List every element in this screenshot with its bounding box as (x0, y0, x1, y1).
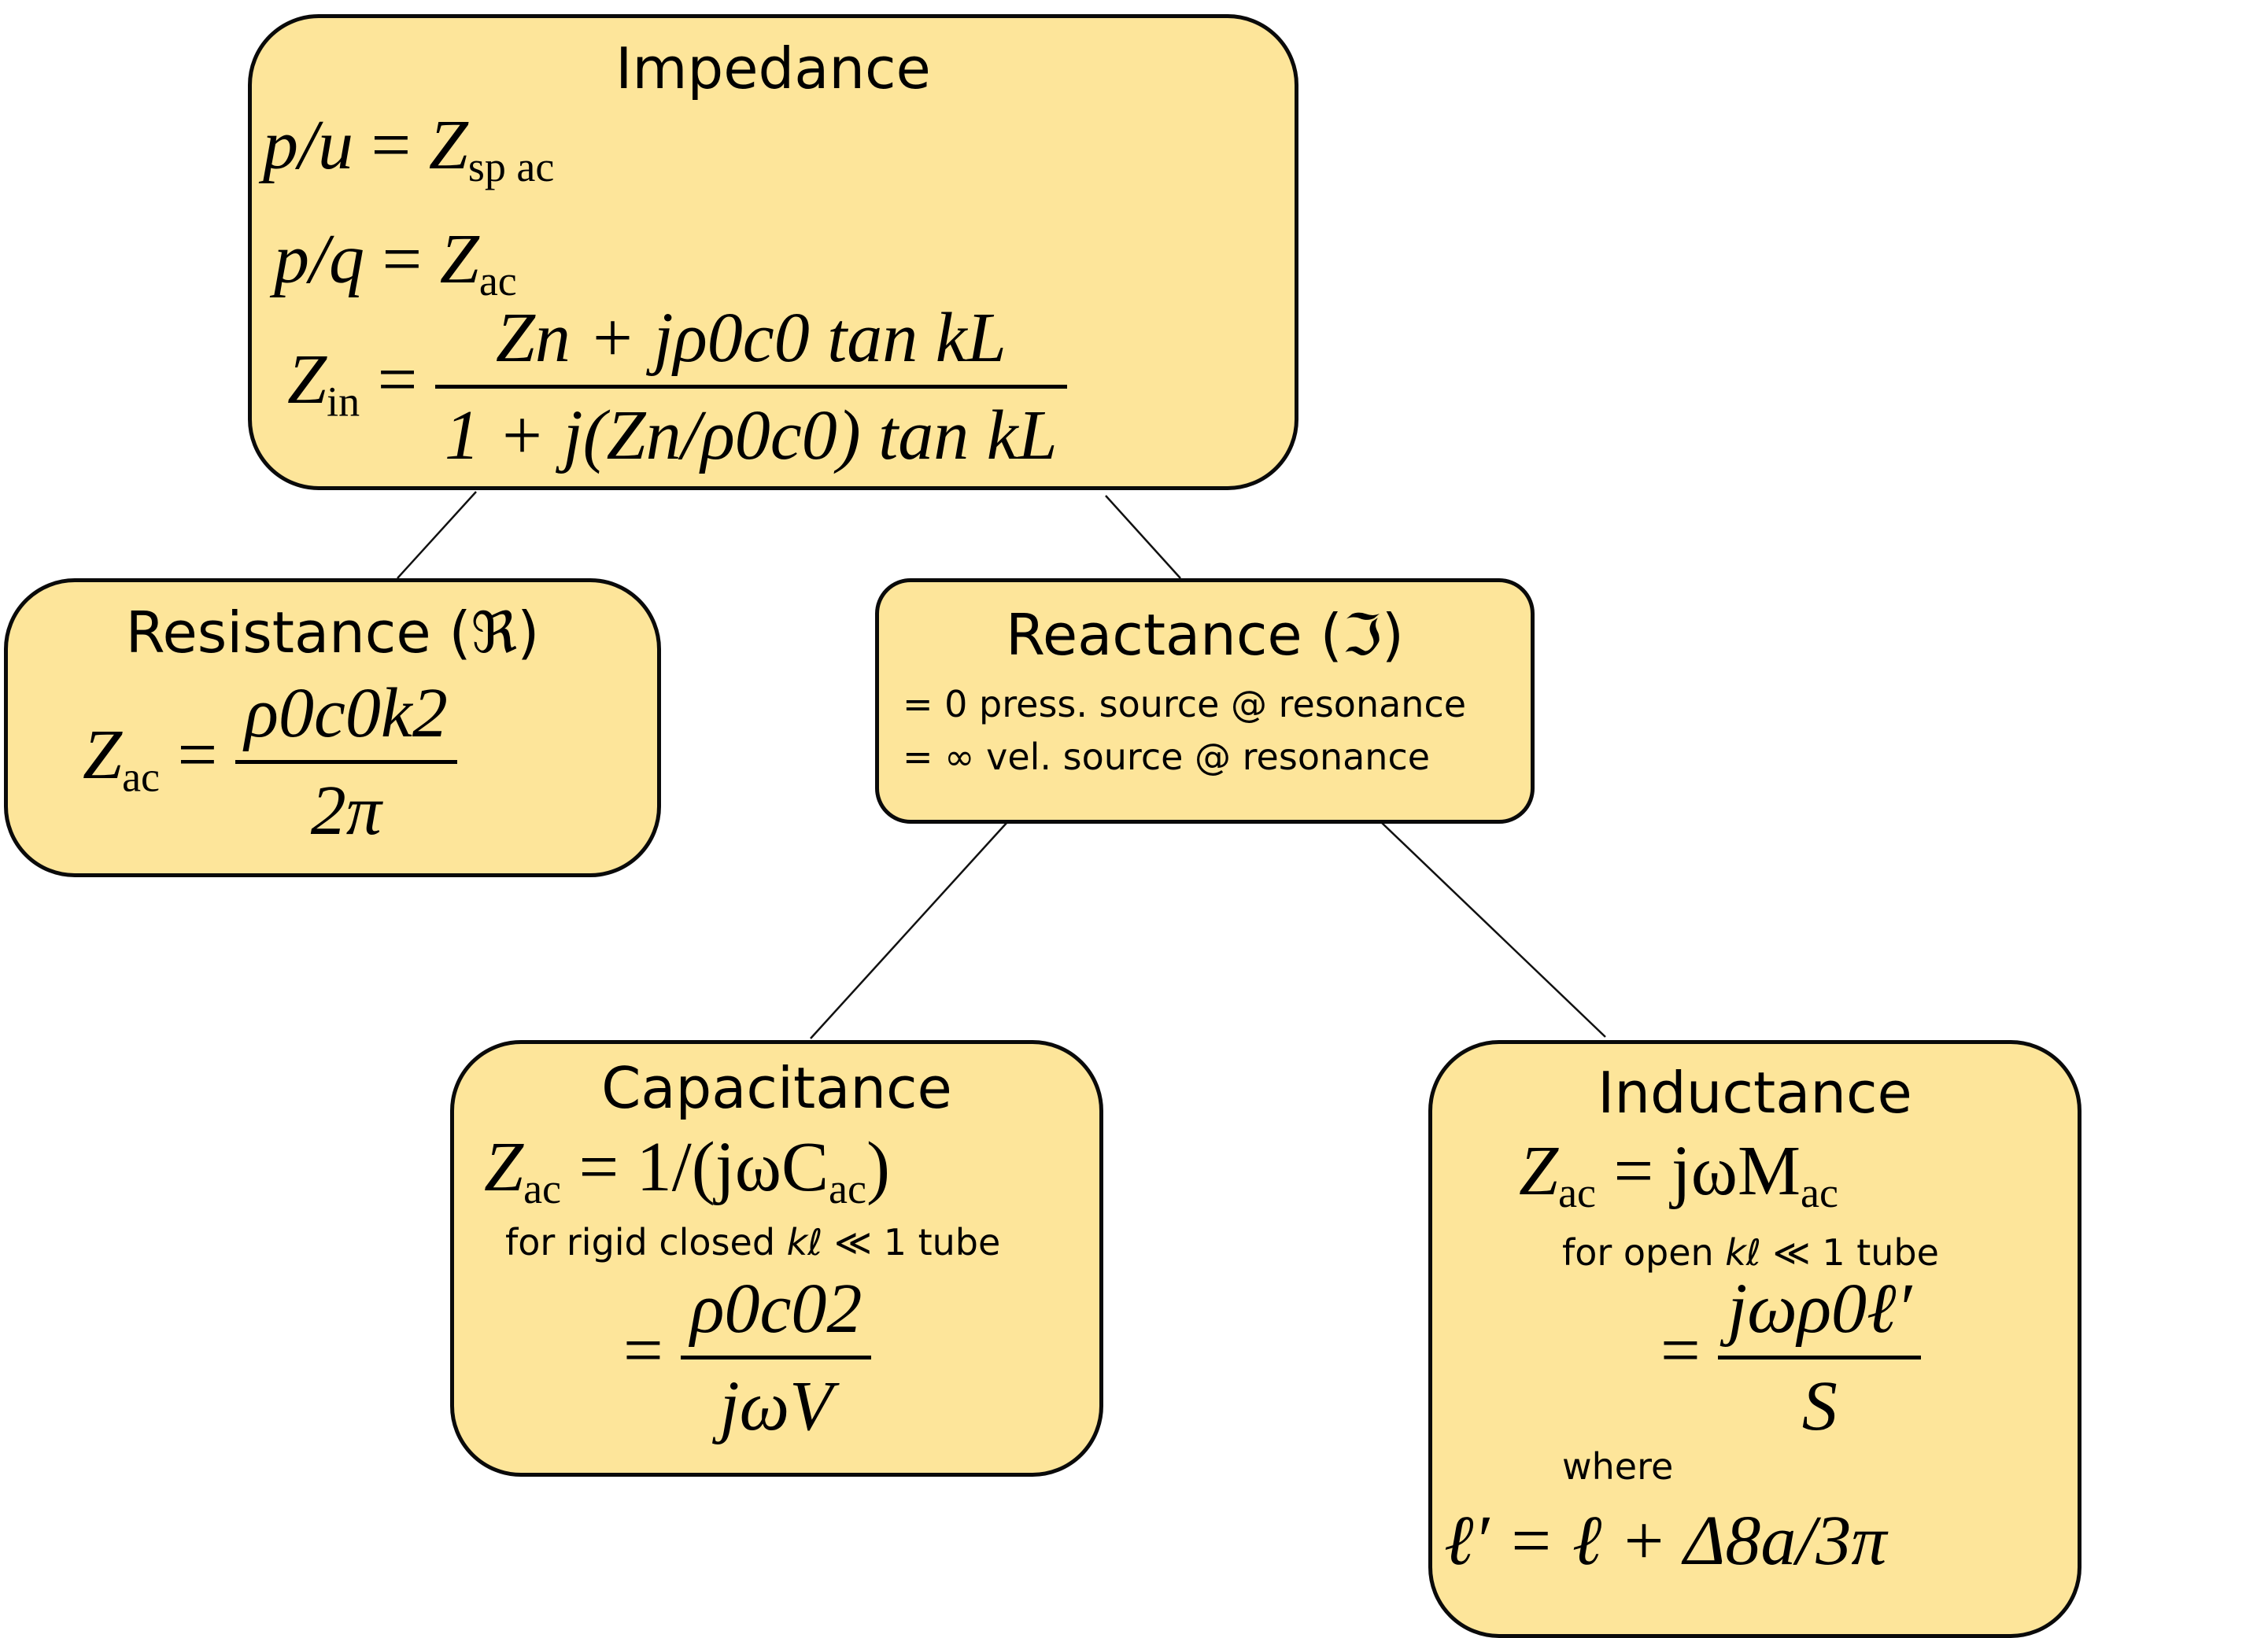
link-reactance-inductance (1380, 821, 1606, 1038)
inductance-numerator: jωρ0ℓ′ (1727, 1270, 1912, 1348)
inductance-title: Inductance (1598, 1060, 1912, 1126)
impedance-box: Impedance p/u = Zsp ac p/q = Zac Zin = Z… (248, 14, 1298, 490)
impedance-title: Impedance (615, 35, 931, 101)
capacitance-title: Capacitance (601, 1055, 952, 1121)
link-impedance-reactance (1105, 495, 1181, 579)
reactance-title: Reactance (ℑ) (1006, 602, 1404, 668)
link-impedance-resistance (397, 491, 477, 579)
capacitance-eq-volume: = ρ0c02 jωV (623, 1268, 872, 1447)
resistance-numerator: ρ0c0k2 (244, 674, 448, 752)
resistance-title: Resistance (ℜ) (125, 599, 540, 666)
reactance-box: Reactance (ℑ) = 0 press. source @ resona… (875, 578, 1535, 824)
capacitance-denominator: jωV (681, 1356, 872, 1447)
inductance-eq-length: = jωρ0ℓ′ S (1660, 1268, 1922, 1447)
capacitance-condition-note: for rigid closed kℓ ≪ 1 tube (505, 1221, 1001, 1264)
impedance-denominator: 1 + j(Zn/ρ0c0) tan kL (434, 385, 1067, 476)
capacitance-numerator: ρ0c02 (690, 1270, 863, 1348)
link-reactance-capacitance (810, 821, 1008, 1039)
capacitance-eq-impedance: Zac = 1/(jωCac) (484, 1128, 890, 1213)
inductance-end-correction-eq: ℓ′ = ℓ + Δ8a/3π (1444, 1502, 1887, 1580)
reactance-note-velocity-source: = ∞ vel. source @ resonance (903, 736, 1431, 778)
inductance-fraction: jωρ0ℓ′ S (1718, 1268, 1922, 1447)
capacitance-box: Capacitance Zac = 1/(jωCac) for rigid cl… (450, 1040, 1103, 1477)
inductance-condition-note: for open kℓ ≪ 1 tube (1562, 1231, 1939, 1274)
resistance-box: Resistance (ℜ) Zac = ρ0c0k2 2π (4, 578, 661, 877)
impedance-eq-specific: p/u = Zsp ac (263, 106, 555, 191)
inductance-denominator: S (1718, 1356, 1922, 1447)
impedance-eq-acoustic: p/q = Zac (274, 220, 517, 305)
impedance-eq-input: Zin = Zn + jρ0c0 tan kL 1 + j(Zn/ρ0c0) t… (287, 297, 1067, 476)
reactance-note-pressure-source: = 0 press. source @ resonance (903, 683, 1467, 725)
inductance-where-label: where (1562, 1445, 1674, 1488)
resistance-eq: Zac = ρ0c0k2 2π (83, 673, 457, 851)
impedance-numerator: Zn + jρ0c0 tan kL (495, 299, 1007, 377)
inductance-box: Inductance Zac = jωMac for open kℓ ≪ 1 t… (1428, 1040, 2081, 1638)
impedance-fraction: Zn + jρ0c0 tan kL 1 + j(Zn/ρ0c0) tan kL (434, 297, 1067, 476)
inductance-eq-impedance: Zac = jωMac (1519, 1132, 1838, 1217)
capacitance-fraction: ρ0c02 jωV (681, 1268, 872, 1447)
resistance-denominator: 2π (235, 760, 457, 851)
resistance-fraction: ρ0c0k2 2π (235, 673, 457, 851)
